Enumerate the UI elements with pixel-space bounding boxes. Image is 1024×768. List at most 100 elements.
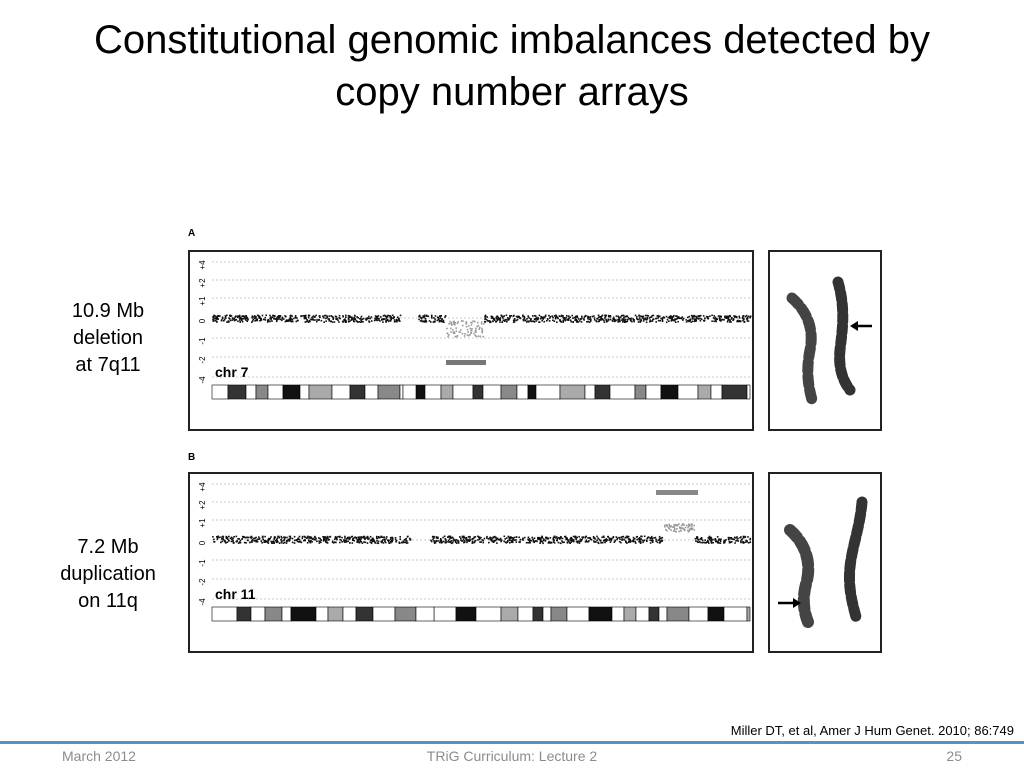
data-point bbox=[569, 319, 572, 321]
panel-a-data-points bbox=[212, 314, 752, 338]
data-point bbox=[562, 319, 565, 321]
ideogram-band bbox=[746, 384, 751, 400]
data-point bbox=[232, 317, 235, 320]
data-point bbox=[226, 536, 229, 539]
data-point bbox=[661, 536, 664, 539]
data-point bbox=[496, 318, 498, 320]
data-point bbox=[331, 540, 334, 543]
data-point bbox=[287, 319, 290, 321]
data-point bbox=[409, 539, 411, 541]
data-point bbox=[575, 316, 577, 319]
data-point bbox=[440, 320, 443, 322]
data-point bbox=[269, 320, 271, 323]
data-point bbox=[330, 315, 333, 317]
data-point bbox=[494, 319, 496, 322]
data-point bbox=[673, 319, 676, 322]
data-point bbox=[703, 541, 705, 544]
data-point bbox=[732, 318, 735, 321]
data-point bbox=[284, 541, 286, 544]
data-point bbox=[711, 320, 713, 322]
data-point bbox=[445, 539, 447, 541]
data-point bbox=[276, 539, 278, 541]
data-point bbox=[241, 538, 243, 540]
ideogram-band bbox=[688, 606, 709, 622]
data-point bbox=[581, 537, 584, 539]
data-point bbox=[250, 541, 253, 543]
data-point bbox=[488, 537, 491, 540]
data-point bbox=[351, 539, 354, 541]
data-point bbox=[671, 526, 674, 528]
data-point bbox=[621, 319, 623, 322]
panel-b-chromosome-image bbox=[768, 472, 882, 653]
data-point bbox=[356, 541, 358, 543]
data-point bbox=[701, 541, 703, 544]
data-point bbox=[673, 528, 676, 531]
data-point bbox=[591, 315, 594, 318]
deletion-label-line-3: at 7q11 bbox=[75, 354, 141, 376]
data-point bbox=[497, 538, 500, 541]
data-point bbox=[471, 321, 473, 324]
data-point bbox=[707, 539, 709, 542]
data-point bbox=[565, 537, 568, 539]
data-point bbox=[567, 319, 570, 321]
data-point bbox=[652, 314, 655, 317]
data-point bbox=[527, 539, 530, 541]
data-point bbox=[619, 538, 621, 540]
data-point bbox=[556, 536, 558, 538]
data-point bbox=[546, 536, 548, 539]
data-point bbox=[452, 323, 455, 325]
data-point bbox=[655, 538, 657, 541]
data-point bbox=[510, 314, 512, 317]
data-point bbox=[477, 324, 480, 327]
data-point bbox=[332, 318, 334, 320]
data-point bbox=[224, 315, 227, 317]
y-tick-label: 0 bbox=[198, 540, 207, 545]
data-point bbox=[492, 320, 494, 323]
data-point bbox=[663, 524, 666, 527]
data-point bbox=[467, 536, 470, 538]
data-point bbox=[709, 538, 712, 540]
data-point bbox=[714, 538, 717, 540]
data-point bbox=[571, 537, 573, 540]
data-point bbox=[498, 318, 500, 320]
data-point bbox=[661, 319, 664, 322]
data-point bbox=[369, 535, 372, 538]
data-point bbox=[639, 541, 641, 543]
data-point bbox=[508, 539, 511, 541]
data-point bbox=[541, 537, 544, 539]
y-tick-label: +4 bbox=[198, 482, 207, 492]
data-point bbox=[276, 540, 279, 543]
ideogram-band bbox=[227, 384, 247, 400]
data-point bbox=[681, 316, 684, 318]
data-point bbox=[369, 541, 372, 543]
data-point bbox=[271, 316, 274, 319]
data-point bbox=[621, 536, 624, 538]
data-point bbox=[222, 320, 225, 322]
data-point bbox=[593, 319, 596, 321]
data-point bbox=[705, 542, 707, 544]
data-point bbox=[478, 328, 481, 330]
data-point bbox=[496, 537, 498, 540]
data-point bbox=[572, 540, 575, 543]
data-point bbox=[724, 316, 726, 319]
data-point bbox=[560, 542, 562, 545]
data-point bbox=[439, 539, 442, 542]
data-point bbox=[625, 321, 627, 323]
ideogram-band bbox=[440, 384, 454, 400]
data-point bbox=[637, 538, 640, 540]
data-point bbox=[691, 528, 693, 531]
data-point bbox=[315, 537, 317, 540]
data-point bbox=[553, 315, 556, 317]
data-point bbox=[638, 539, 641, 542]
data-point bbox=[732, 538, 734, 540]
data-point bbox=[708, 536, 711, 539]
data-point bbox=[485, 318, 488, 321]
data-point bbox=[576, 320, 578, 322]
data-point bbox=[343, 319, 346, 322]
data-point bbox=[240, 317, 242, 320]
data-point bbox=[613, 318, 616, 321]
data-point bbox=[391, 317, 393, 319]
data-point bbox=[435, 540, 438, 543]
data-point bbox=[652, 318, 655, 320]
data-point bbox=[725, 539, 727, 541]
